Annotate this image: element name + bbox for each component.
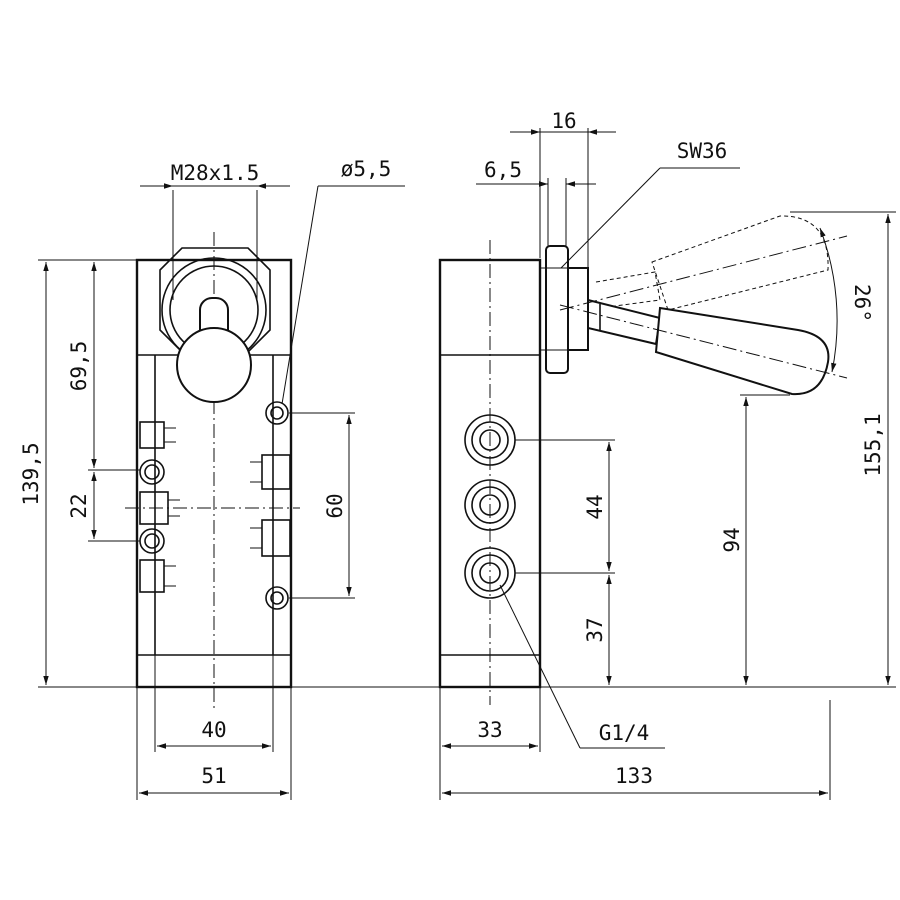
- dim-total-height-side: 155,1: [861, 413, 885, 476]
- dim-lever-height: 94: [720, 527, 744, 552]
- dim-upper-height: 69,5: [67, 341, 91, 392]
- dim-lever-angle: 26°: [850, 284, 874, 322]
- dim-body-depth: 33: [477, 718, 502, 742]
- mount-hole-bottom: [265, 586, 289, 610]
- dim-port-spacing-side: 44: [583, 494, 607, 519]
- lever-alt-position: [595, 215, 829, 311]
- dim-mount-spacing: 60: [323, 493, 347, 518]
- dim-hole-dia: ø5,5: [341, 157, 392, 181]
- mount-hole-top: [265, 401, 289, 425]
- dim-total-depth: 133: [615, 764, 653, 788]
- dim-nut-width: 16: [551, 109, 576, 133]
- dim-nut-thickness: 6,5: [484, 158, 522, 182]
- dim-port-bottom: 37: [583, 617, 607, 642]
- lever-side: [587, 298, 830, 396]
- side-port-2: [464, 479, 516, 531]
- hex-nut-front: [159, 247, 271, 353]
- side-port-3: [464, 547, 516, 599]
- lever-knob-front: [176, 327, 252, 403]
- dim-port-spacing: 22: [67, 493, 91, 518]
- dim-port-thread: G1/4: [599, 721, 650, 745]
- dim-wrench-size: SW36: [677, 139, 728, 163]
- dim-mount-width: 40: [201, 718, 226, 742]
- port-left-2: [139, 528, 165, 554]
- side-view: 26° 16 6,5 SW36 44 37 94 155,1: [291, 109, 896, 800]
- port-left-1: [139, 459, 165, 485]
- dim-total-height: 139,5: [19, 442, 43, 505]
- dim-thread: M28x1.5: [171, 161, 260, 185]
- side-nut: [545, 245, 569, 374]
- front-view: M28x1.5 ø5,5 139,5 69,5 22 60 40 51: [19, 157, 405, 800]
- dim-body-width: 51: [201, 764, 226, 788]
